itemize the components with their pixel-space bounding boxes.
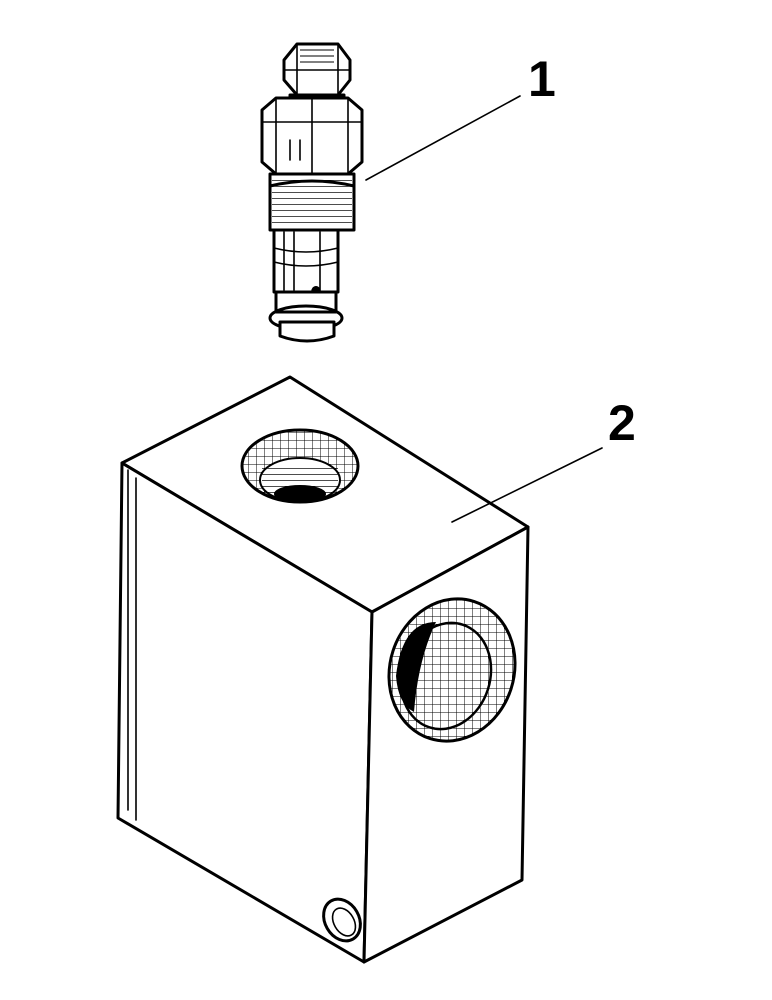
valve-hex-cap <box>282 42 352 97</box>
valve-o-ring-tip <box>268 290 344 343</box>
top-threaded-port <box>240 428 360 504</box>
valve-threaded-body <box>268 172 356 232</box>
valve-spool <box>272 228 340 298</box>
callout-label-2: 2 <box>608 395 636 451</box>
leader-line-1 <box>365 95 521 181</box>
cartridge-valve <box>260 42 364 343</box>
valve-lock-nut <box>260 96 364 176</box>
leader-line-2 <box>451 447 603 523</box>
bottom-small-port <box>322 897 362 943</box>
callout-label-1: 1 <box>528 51 556 107</box>
